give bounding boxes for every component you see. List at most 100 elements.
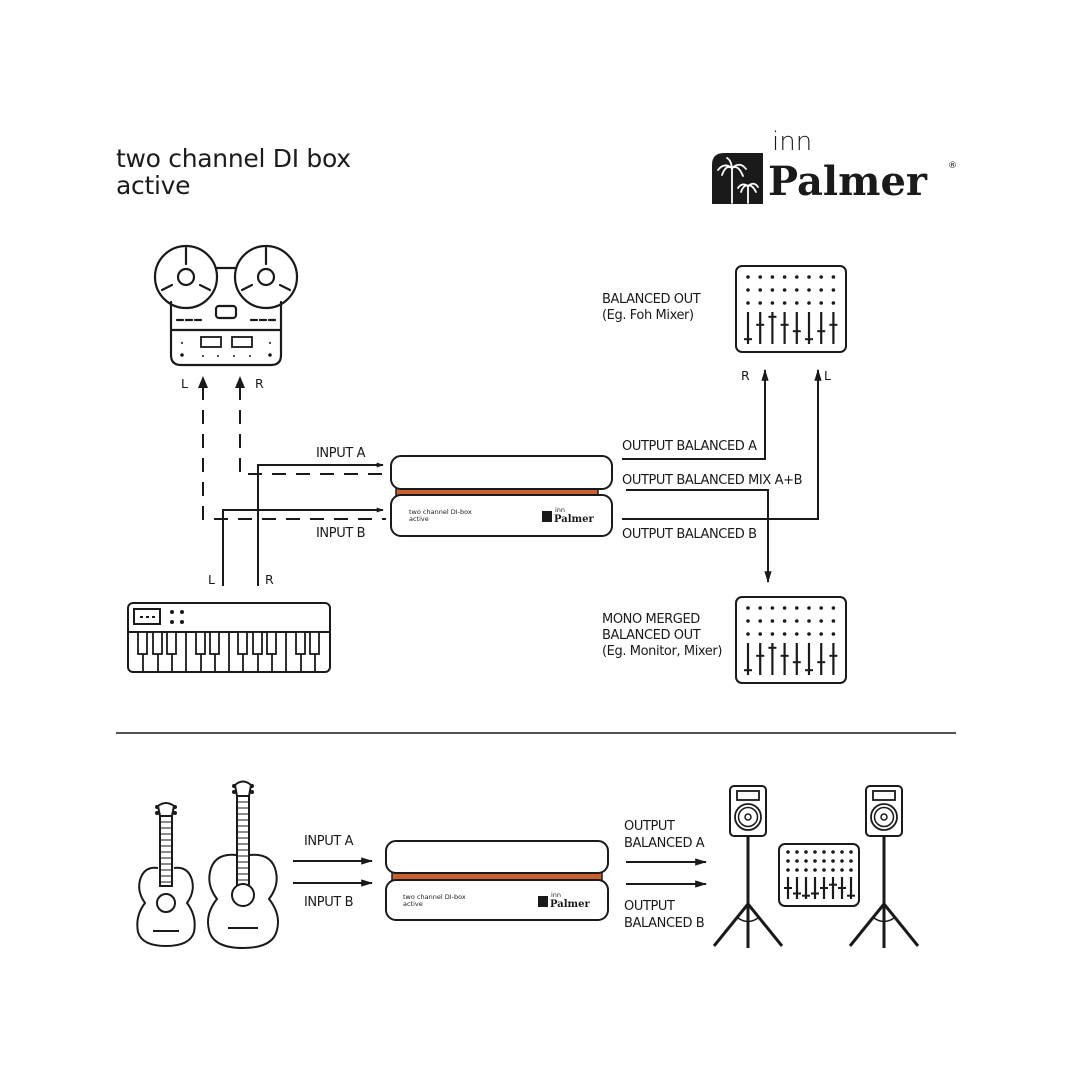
keyboard-right-label: R	[265, 572, 274, 587]
mixer-knob	[840, 859, 844, 863]
mixer-knob	[831, 619, 836, 623]
output-a-cable	[622, 368, 769, 460]
mixer-knob	[746, 301, 750, 305]
bottom-output-a-label-1: OUTPUT	[624, 819, 675, 834]
mixer-knob	[807, 288, 811, 292]
mixer-knob	[746, 288, 750, 292]
foh-r-label: R	[741, 368, 750, 383]
monitor-mixer-label-2: BALANCED OUT	[602, 628, 701, 643]
speaker-stand-leg	[882, 903, 920, 947]
mixer-knob	[786, 859, 790, 863]
di-box-top: two channel DI-box active inn Palmer	[390, 455, 613, 537]
input-b-label: INPUT B	[316, 526, 365, 541]
mixer-knob	[819, 606, 823, 610]
mixer-knob	[822, 850, 826, 854]
mixer-knob	[822, 859, 826, 863]
mixer-knob	[849, 859, 853, 863]
registered-mark: ®	[948, 161, 957, 171]
mixer-knob	[813, 850, 817, 854]
mixer-knob	[770, 619, 775, 623]
input-a-label: INPUT A	[316, 446, 366, 461]
bottom-input-b-label: INPUT B	[304, 895, 353, 910]
mixer-knob	[758, 275, 762, 279]
mixer-knob	[782, 275, 787, 279]
arrow-up-icon	[198, 376, 208, 388]
monitor-mixer-label-3: (Eg. Monitor, Mixer)	[602, 644, 722, 659]
speaker-tweeter	[736, 790, 760, 801]
tape-left-label: L	[181, 376, 188, 391]
mixer-knob	[831, 301, 836, 305]
mixer-knob	[746, 606, 750, 610]
speaker-woofer-outer	[734, 803, 762, 831]
mixer-knob	[822, 868, 826, 872]
di-box-brand: Palmer	[550, 899, 590, 910]
speaker-cabinet	[865, 785, 903, 837]
di-box-type: active	[403, 900, 423, 908]
mixer-knob	[831, 868, 835, 872]
mixer-knob	[795, 850, 799, 854]
brand-logo: inn Palmer ®	[712, 127, 957, 205]
mixer-knob	[819, 619, 823, 623]
palm-tree-icon	[712, 153, 763, 204]
arrow-up-icon	[235, 376, 245, 388]
mixer-knob	[795, 301, 799, 305]
speaker-stand-brace	[737, 917, 759, 923]
mixer-knob	[758, 288, 762, 292]
speaker-woofer-outer	[870, 803, 898, 831]
foh-mixer-label-1: BALANCED OUT	[602, 292, 701, 307]
mixer-knob	[795, 275, 799, 279]
bottom-output-a-label-2: BALANCED A	[624, 836, 705, 851]
tape-cable-right	[239, 386, 386, 475]
mixer-knob	[795, 859, 799, 863]
mixer-icon	[735, 265, 847, 353]
tuning-pegs	[155, 784, 254, 815]
mixer-icon	[735, 596, 847, 684]
mixer-knob	[804, 868, 808, 872]
mixer-knob	[782, 606, 787, 610]
mixer-knob	[770, 275, 775, 279]
reel-to-reel-tape-icon	[153, 244, 299, 367]
di-box-bottom: two channel DI-box active inn Palmer	[385, 840, 609, 921]
brand-name: Palmer	[768, 158, 928, 205]
mixer-knob	[804, 850, 808, 854]
output-mix-label: OUTPUT BALANCED MIX A+B	[622, 473, 802, 488]
mixer-knob	[758, 632, 762, 636]
mixer-knob	[804, 859, 808, 863]
mixer-knob	[770, 301, 775, 305]
mixer-knob	[831, 275, 836, 279]
mixer-icon	[778, 843, 860, 907]
mixer-knob	[819, 301, 823, 305]
mixer-knob	[782, 632, 787, 636]
mixer-knob	[782, 301, 787, 305]
mixer-knob	[840, 850, 844, 854]
mixer-knob	[770, 632, 775, 636]
speaker-dustcap	[880, 813, 888, 821]
mixer-knob	[758, 606, 762, 610]
mixer-knob	[831, 632, 836, 636]
keyboard-cable-left	[222, 507, 384, 586]
pa-speaker-on-stand-icon	[848, 785, 920, 948]
di-box-brand-prefix: inn	[551, 891, 561, 899]
di-box-brand: Palmer	[554, 514, 594, 525]
speaker-stand-leg	[848, 903, 886, 947]
mixer-knob	[782, 288, 787, 292]
tape-cable-left	[202, 386, 386, 520]
mixer-knob	[746, 619, 750, 623]
foh-l-label: L	[824, 368, 831, 383]
di-box-brand-prefix: inn	[555, 506, 565, 514]
speaker-woofer-inner	[737, 806, 759, 828]
mixer-knob	[819, 632, 823, 636]
bottom-output-b-label-1: OUTPUT	[624, 899, 675, 914]
bottom-input-a-label: INPUT A	[304, 834, 354, 849]
mixer-knob	[831, 606, 836, 610]
palm-tree-icon	[542, 511, 552, 522]
mixer-knob	[795, 868, 799, 872]
mixer-knob	[831, 859, 835, 863]
mixer-knob	[770, 288, 775, 292]
mixer-knob	[795, 288, 799, 292]
mixer-knob	[758, 619, 762, 623]
mixer-knob	[807, 606, 811, 610]
output-mix-cable	[626, 489, 772, 584]
keyboard-synth-icon	[127, 602, 331, 673]
